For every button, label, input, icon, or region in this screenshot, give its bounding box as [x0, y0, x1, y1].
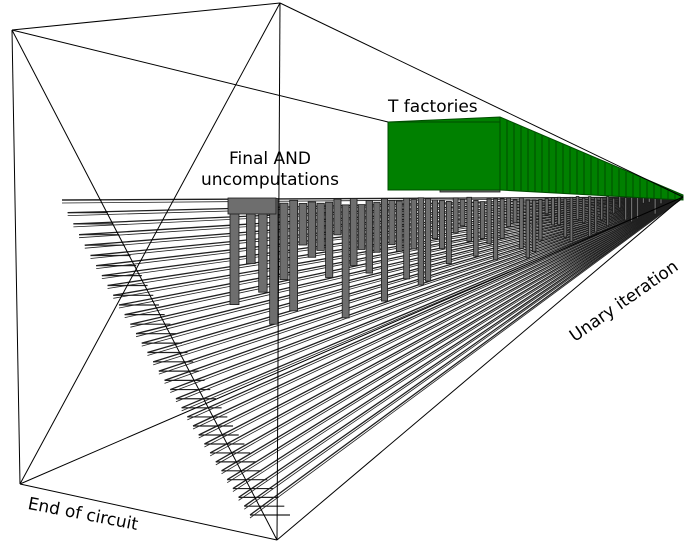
qubit-wire	[243, 196, 684, 507]
gate-block	[316, 202, 325, 251]
final-and-label-line2: uncomputations	[201, 170, 339, 191]
t-factories-label: T factories	[388, 97, 478, 117]
gate-block	[373, 201, 381, 253]
gate-block	[365, 200, 373, 274]
gate-block	[550, 197, 555, 226]
qubit-wire	[170, 196, 684, 391]
gate-block	[289, 199, 298, 312]
gate-block	[486, 198, 492, 245]
frame-edge	[11, 2, 281, 31]
gate-block	[298, 203, 308, 246]
gate-block	[279, 202, 289, 281]
gate-block	[594, 197, 598, 233]
gate-block	[563, 198, 568, 238]
qubit-wire	[198, 196, 684, 436]
frame-edge	[11, 29, 389, 123]
frame-edge	[19, 2, 281, 485]
qubit-wire	[187, 196, 684, 418]
frame-edge	[19, 483, 278, 541]
gate-block	[653, 196, 657, 215]
gate-block	[612, 197, 616, 214]
final-and-label-line1: Final AND	[228, 149, 311, 169]
gate-block	[424, 198, 432, 282]
gate-block	[459, 199, 466, 227]
gate-block	[388, 200, 396, 246]
gate-block	[506, 197, 511, 228]
gate-block	[569, 196, 574, 242]
gate-block	[333, 198, 342, 236]
frame-edge	[11, 29, 278, 541]
gate-block	[307, 201, 317, 258]
qubit-wire-shadow	[249, 197, 684, 519]
qubit-wire	[249, 196, 684, 516]
gate-block	[473, 200, 479, 257]
gate-block	[229, 202, 240, 305]
qubit-wire	[238, 196, 684, 498]
gate-block	[575, 196, 580, 221]
gate-block	[325, 201, 334, 278]
gate-block	[269, 198, 279, 325]
frame-edge	[11, 29, 21, 485]
gate-block	[630, 196, 633, 223]
frame-edge	[276, 2, 281, 541]
qubit-wire	[175, 196, 684, 400]
qubit-wire	[215, 196, 684, 463]
gate-block	[624, 197, 628, 221]
gate-block	[588, 196, 592, 237]
qubit-wire	[147, 196, 684, 354]
gate-block	[525, 199, 530, 259]
gate-block	[636, 196, 639, 219]
gate-block	[417, 197, 425, 286]
gate-block	[349, 198, 358, 266]
frame-edge	[279, 2, 684, 198]
qubit-wire	[221, 196, 684, 472]
gate-block	[538, 199, 543, 241]
gate-block	[544, 198, 549, 215]
gate-block	[606, 196, 610, 227]
gate-block	[357, 204, 366, 250]
gate-block	[431, 199, 439, 240]
gate-block	[445, 200, 452, 265]
bounding-box-frame	[11, 2, 684, 541]
and-gate-cap	[227, 197, 277, 215]
frame-edge	[276, 196, 684, 541]
gate-block	[380, 198, 388, 302]
gate-block	[403, 197, 410, 280]
gate-block	[600, 197, 604, 221]
gate-block	[452, 197, 459, 234]
qubit-wire-shadow	[244, 197, 684, 510]
gate-block	[512, 199, 518, 224]
gate-block	[466, 196, 472, 242]
qubit-wire	[61, 196, 684, 201]
t-factory-front	[387, 121, 501, 191]
qubit-wire-shadow	[238, 197, 684, 501]
gate-block	[341, 204, 350, 319]
qubit-wire	[232, 196, 684, 490]
gate-block	[618, 195, 622, 209]
gate-block	[519, 197, 524, 249]
gate-block	[557, 196, 561, 226]
qubit-wire	[209, 196, 684, 454]
gate-block	[479, 201, 486, 239]
qubit-wire	[226, 196, 684, 481]
final-and-uncomputations-label: Final AND uncomputations	[201, 149, 339, 192]
gate-block	[581, 197, 586, 224]
qubit-wire	[204, 196, 684, 445]
gate-block	[410, 199, 418, 250]
gate-block	[532, 199, 537, 252]
gate-block	[258, 201, 268, 293]
gate-block	[395, 200, 403, 252]
qubit-wire	[141, 196, 684, 344]
gate-block	[438, 200, 445, 250]
qubit-wire	[192, 196, 684, 427]
qubit-wire	[181, 196, 684, 409]
gate-block	[499, 198, 505, 239]
t-factories-block	[387, 116, 684, 201]
gate-block	[493, 198, 499, 261]
frame-edge	[19, 196, 684, 485]
